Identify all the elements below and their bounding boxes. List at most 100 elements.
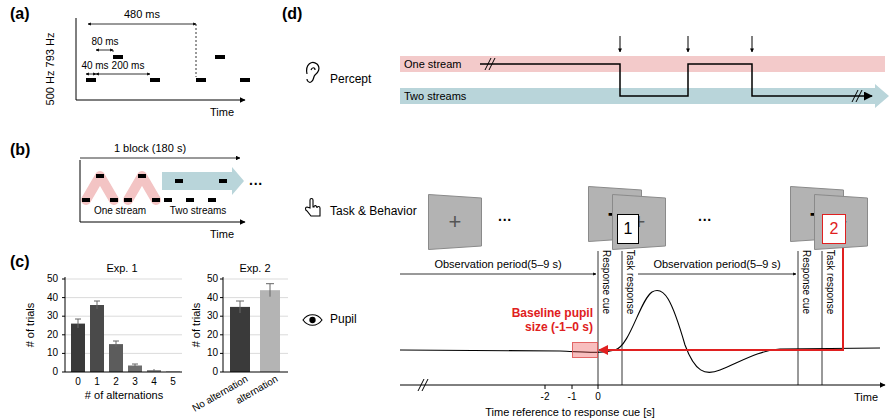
panel-letter: (c) [10,253,30,271]
fixation-cross: + [449,211,462,233]
period-label: Observation period(5–9 s) [434,258,561,271]
time-axis [400,385,885,389]
dimension-line [86,74,96,75]
duration-label: 480 ms [124,8,160,21]
tone-bar [124,198,132,202]
one-stream-band [86,176,156,200]
event-line [822,251,823,385]
switch-arrow [620,36,752,52]
tick-label: 0 [75,376,81,388]
grid-line [223,279,288,280]
key-number: 1 [624,221,633,237]
event-label: Task response [824,250,836,314]
tick-label: 1 [94,376,100,388]
switch-arrow [620,36,621,52]
break-mark [856,90,862,102]
event-label: Task response [624,250,636,314]
chart-axis [62,277,182,372]
tick-label: -2 [541,391,550,403]
duration-label: 1 block (180 s) [114,142,186,155]
panel-letter: (d) [282,5,302,23]
row-label: Task & Behavior [330,205,417,219]
chart-axis [220,277,288,372]
two-streams-band [162,167,244,195]
tone-bar [82,198,90,202]
tone-bar [186,198,194,202]
period-arrow [400,274,796,275]
panel-letter: (a) [10,5,30,23]
tone-bar [150,78,160,82]
baseline-label: Baseline pupil size (-1–0 s) [493,307,593,335]
axis-label: # of alternations [85,389,163,402]
switch-arrow [688,36,689,52]
dimension-line [196,24,197,77]
grid-line [65,297,182,298]
tone-bar [164,198,172,202]
period-label: Observation period(5–9 s) [653,258,780,271]
tone-bar [86,55,250,82]
tone-bar [219,179,227,183]
break-mark [418,58,862,391]
one-stream-band [400,56,885,72]
error-bar [236,284,274,313]
eye-icon [310,317,315,322]
tick-label: 0 [595,391,601,403]
tick-label: 4 [151,376,157,388]
tone-bar [113,55,123,59]
error-bar [75,284,274,371]
event-line [598,251,599,385]
tick-label: 20 [207,329,218,341]
stream-label: Two streams [170,205,227,217]
stream-label: One stream [94,205,146,217]
percept-label: One stream [404,58,461,71]
time-axis [400,385,885,386]
bar [230,307,250,372]
axis-label: # of trials [190,303,203,348]
percept-trace [480,64,872,96]
eye-icon [303,315,322,326]
ellipsis: ··· [698,212,712,228]
duration-label: 40 ms [81,60,108,72]
dimension-line [96,74,150,75]
dimension-line [113,50,114,54]
axis-label: # of trials [24,303,37,348]
block-axes [80,222,245,223]
percept-label: Two streams [404,90,466,103]
tone-bar [82,174,227,202]
bar [260,290,280,372]
tone-bar [175,179,183,183]
screen-panel: + [428,194,482,250]
bar [90,305,104,372]
screen-shape [613,195,666,250]
tone-bar [86,78,96,82]
block-axes [80,158,245,222]
switch-arrow [752,36,753,52]
dimension-line [88,24,196,25]
event-label: Response cue [600,250,612,314]
chart-title: Exp. 2 [239,262,270,275]
dimension-line [96,50,113,51]
tick-label: -1 [568,391,577,403]
row-label: Pupil [330,313,357,327]
hand-icon [306,199,321,217]
tone-axes [76,18,77,100]
frequency-label: 793 Hz [44,33,57,68]
ellipsis: ··· [249,176,263,192]
period-arrow [638,274,796,275]
tone-bar [240,78,250,82]
key-number: 2 [830,221,839,237]
tick-label: 0 [52,366,58,378]
duration-label: 200 ms [112,60,145,72]
tone-bar [215,55,225,59]
screen-shape [429,195,482,250]
tone-bar [138,174,146,178]
grid-line [65,279,182,280]
error-bar [75,301,154,371]
event-line [622,251,623,385]
baseline-window: Baseline pupil size (-1–0 s) [572,342,598,358]
tick-label: 50 [207,273,218,285]
tick-label: 30 [207,310,218,322]
tone-bar [152,198,160,202]
time-axis [545,385,598,389]
